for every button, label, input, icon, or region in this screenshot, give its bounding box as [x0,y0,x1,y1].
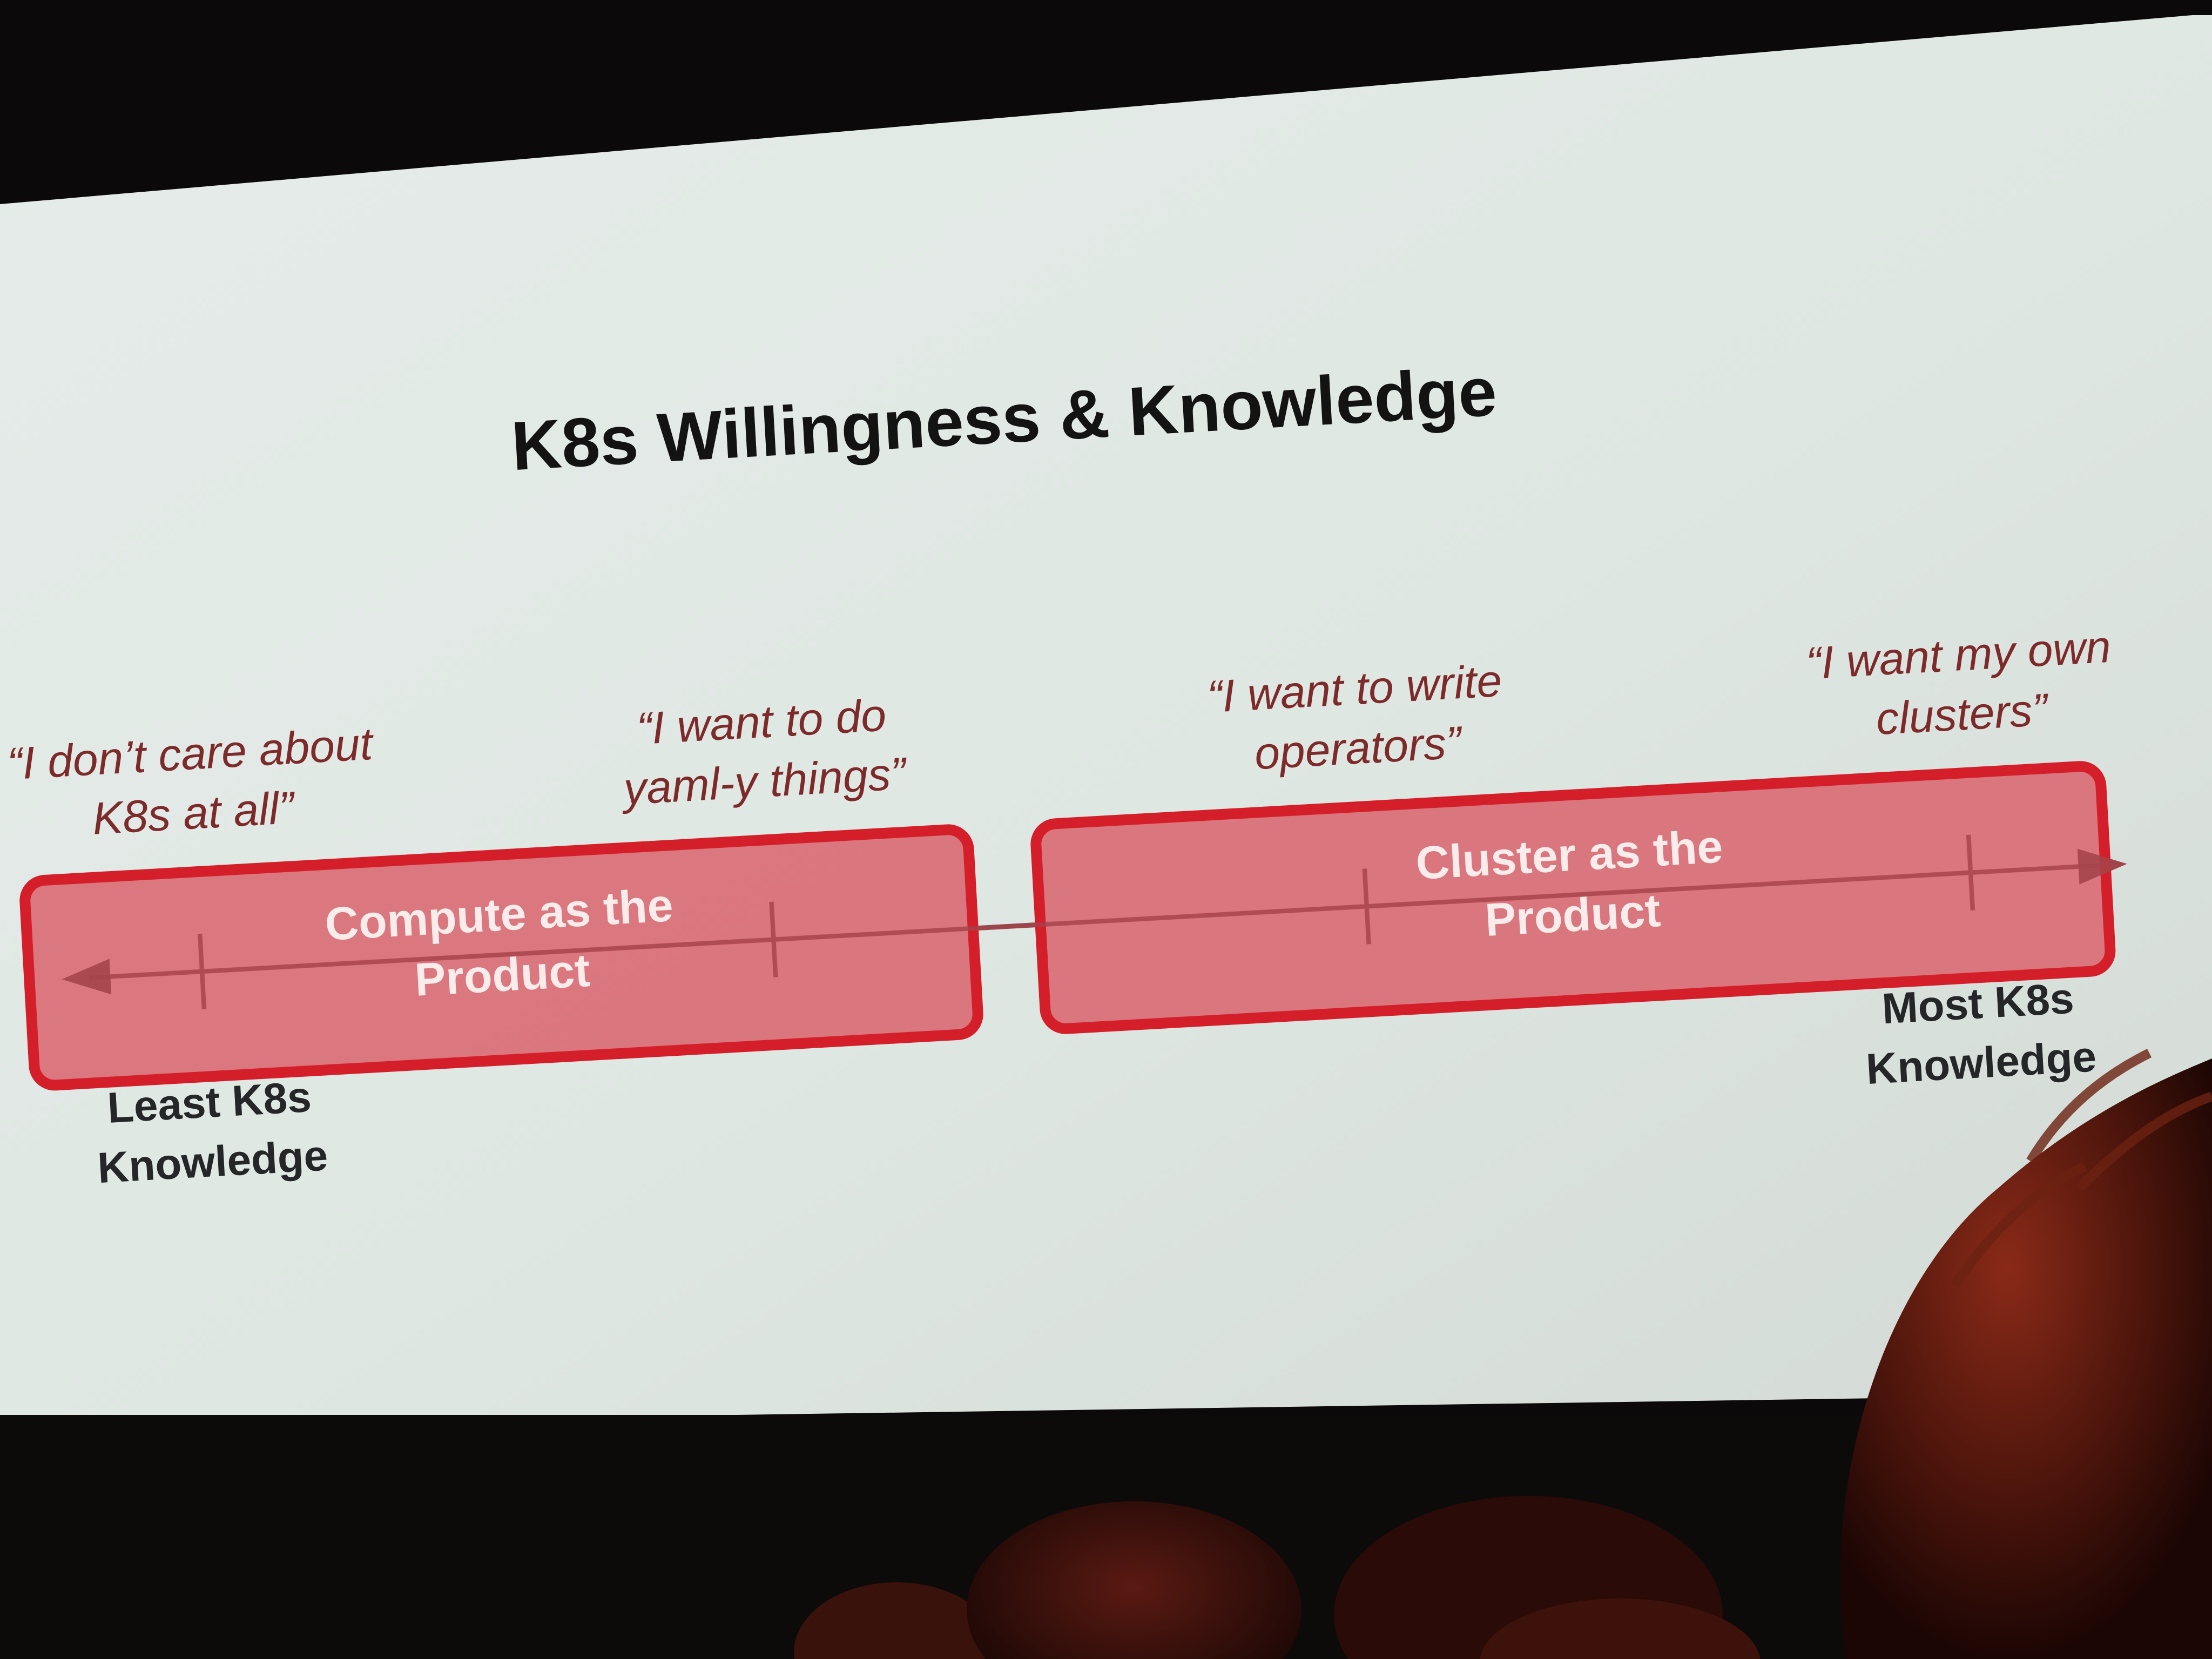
audience-head-large [1840,1058,2212,1659]
axis-overlay-line [89,863,2100,980]
axis-overlay-tick-4 [1966,834,1975,911]
axis-overlay-tick-1 [198,933,206,1010]
audience-head-2 [967,1501,1301,1659]
band-compute-label-line-2: Product [413,945,591,1006]
band-compute [19,824,983,1091]
audience-silhouettes [794,1048,2212,1659]
quote-1-line-2: K8s at all” [91,782,298,844]
axis-overlay-tick-3 [1362,868,1371,945]
axis-overlay-tick-2 [769,901,778,977]
axis-overlay-arrow-right-icon [2077,848,2127,885]
quote-1: “I don’t care about K8s at all” [6,718,376,844]
audience-head-4 [1480,1599,1761,1659]
axis-overlay-arrow-left-icon [62,959,112,995]
band-cluster-label-line-2: Product [1483,885,1662,946]
most-knowledge-line-1: Most K8s [1880,974,2075,1033]
audience-head-1 [794,1582,999,1659]
least-knowledge-line-1: Least K8s [106,1073,312,1132]
audience-hair-strands [1951,1048,2212,1288]
quote-4-line-2: clusters” [1874,684,2051,744]
quote-3-line-2: operators” [1253,717,1465,779]
axis-overlay [89,834,2100,1010]
projection-screen [0,15,2212,1426]
